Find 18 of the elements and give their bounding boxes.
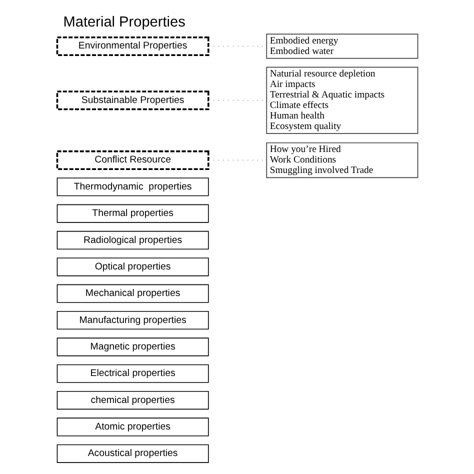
node-box: Embodied energy Embodied water bbox=[266, 34, 418, 59]
node-box: Optical properties bbox=[56, 258, 208, 276]
node-box: Atomic properties bbox=[56, 418, 208, 436]
node-box: Radiological properties bbox=[56, 230, 208, 250]
node-box: How you’re Hired Work Conditions Smuggling involved Trade bbox=[266, 142, 418, 178]
node-box: Substainable Properties bbox=[56, 90, 209, 110]
node-box: Acoustical properties bbox=[56, 444, 208, 463]
node-box: Environmental Properties bbox=[56, 36, 209, 56]
node-box: Thermodynamic properties bbox=[56, 178, 208, 196]
node-box: Electrical properties bbox=[56, 364, 208, 383]
diagram-title: Material Properties bbox=[62, 14, 185, 30]
node-box: Conflict Resource bbox=[56, 150, 209, 170]
node-box: Mechanical properties bbox=[56, 284, 208, 303]
node-box: Naturial resource depletion Air impacts Terrestrial & Aquatic impacts Climate effects Human health Ecosystem quality bbox=[266, 66, 418, 134]
node-box: Magnetic properties bbox=[56, 338, 208, 356]
node-box: Thermal properties bbox=[56, 204, 208, 223]
node-box: chemical properties bbox=[56, 391, 208, 410]
node-box: Manufacturing properties bbox=[56, 310, 208, 330]
